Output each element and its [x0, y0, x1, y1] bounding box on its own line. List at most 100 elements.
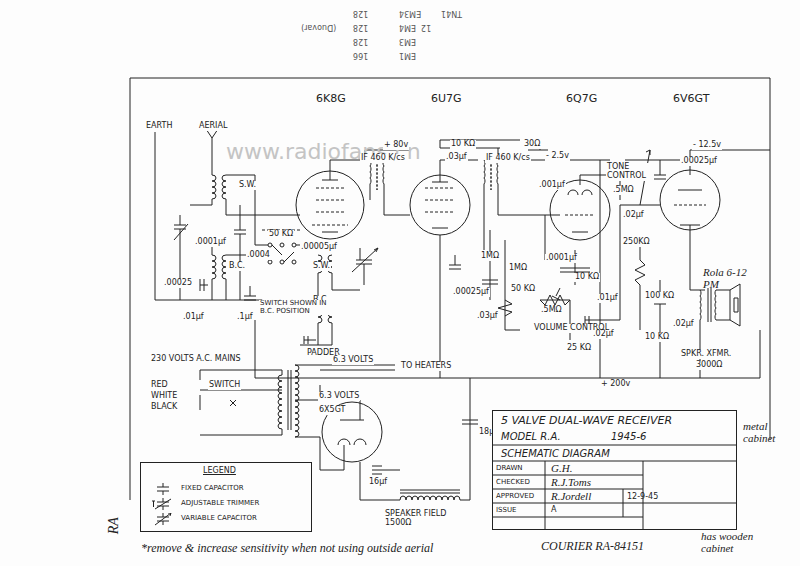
part-label: 100 KΩ: [644, 292, 675, 301]
part-label: 230 VOLTS A.C. MAINS: [150, 355, 242, 364]
title-block: 5 VALVE DUAL-WAVE RECEIVER MODEL R.A. 1945…: [492, 410, 737, 530]
legend-text: FIXED CAPACITOR: [181, 485, 244, 493]
part-label: EARTH: [145, 122, 173, 131]
reversed-note: EM3: [398, 36, 417, 45]
part-label: .02µf: [622, 211, 645, 220]
part-label: .1µf: [236, 313, 254, 322]
part-label: AERIAL: [198, 122, 228, 131]
title-text: R.Jordell: [551, 490, 591, 502]
capacitor-symbol: [149, 483, 175, 496]
part-label: - 12.5v: [692, 141, 722, 150]
title-text: 5 VALVE DUAL-WAVE RECEIVER: [501, 415, 672, 427]
reversed-note: 128: [352, 36, 369, 45]
reversed-note: (Duovar): [300, 22, 337, 31]
part-label: 50 KΩ: [268, 230, 294, 239]
part-label: .02µf: [672, 320, 695, 329]
title-text: DRAWN: [496, 465, 523, 473]
part-label: IF 460 K/cs: [360, 154, 406, 163]
legend-text: ADJUSTABLE TRIMMER: [181, 500, 259, 508]
title-text: APPROVED: [496, 493, 534, 501]
part-label: SPEAKER FIELD 1500Ω: [384, 510, 448, 528]
part-label: .5MΩ: [612, 186, 635, 195]
part-label: WHITE: [150, 392, 178, 401]
part-label: .00025: [163, 279, 193, 288]
part-label: .00025µf: [680, 157, 718, 166]
part-label: .5MΩ: [540, 306, 563, 315]
handwritten-note: *remove & increase sensitivity when not …: [140, 542, 434, 555]
title-text: ISSUE: [496, 507, 517, 515]
title-text: A: [551, 506, 556, 515]
legend-title: LEGEND: [203, 467, 236, 476]
reversed-note: 166: [352, 50, 369, 59]
reversed-note: EM4: [398, 22, 417, 31]
part-label: .01µf: [182, 313, 205, 322]
capacitor-symbol: [149, 498, 175, 511]
part-label: 6U7G: [430, 93, 463, 105]
part-label: 6.3 VOLTS: [332, 356, 374, 365]
reversed-note: EM1: [398, 50, 417, 59]
title-text: CHECKED: [496, 479, 530, 487]
part-label: 10 KΩ: [644, 333, 670, 342]
part-label: B.C.: [228, 262, 246, 271]
part-label: S.W.: [238, 181, 257, 190]
reversed-note: 128: [352, 22, 369, 31]
part-label: .03µf: [476, 312, 499, 321]
part-label: TO HEATERS: [400, 362, 452, 371]
part-label: 1MΩ: [508, 264, 528, 273]
grid-line: [493, 445, 736, 529]
part-label: S.W.: [312, 262, 331, 271]
symbol-line: [155, 513, 171, 525]
part-label: .02µf: [592, 330, 615, 339]
part-label: BLACK: [150, 403, 178, 412]
reversed-note: 128: [352, 8, 369, 17]
handwritten-note: COURIER RA-84151: [540, 540, 645, 553]
title-text: R.J.Toms: [551, 476, 591, 488]
title-text: 12-9-45: [627, 493, 658, 502]
part-label: 25 KΩ: [566, 344, 592, 353]
part-label: 50 KΩ: [510, 285, 536, 294]
part-label: - 2.5v: [545, 152, 570, 161]
part-label: 6K8G: [315, 93, 347, 105]
part-label: .01µf: [596, 294, 619, 303]
part-label: 6Q7G: [565, 93, 598, 105]
part-label: 3000Ω: [695, 361, 723, 370]
title-text: G.H.: [551, 462, 572, 474]
part-label: 30Ω: [523, 140, 541, 149]
part-label: .00005µf: [300, 243, 338, 252]
symbol-line: [157, 483, 169, 495]
part-label: .0004: [246, 251, 271, 260]
part-label: + 80v: [383, 141, 409, 150]
part-label: 250KΩ: [622, 238, 651, 247]
reversed-note: TN41: [440, 8, 463, 17]
handwritten-note: metal cabinet: [742, 420, 794, 444]
legend-box: LEGEND FIXED CAPACITOR ADJUSTABLE TRIMMER V…: [140, 462, 312, 532]
part-label: SWITCH SHOWN IN B.C. POSITION: [259, 300, 333, 315]
title-grid: [493, 411, 736, 529]
part-label: IF 460 K/cs: [485, 154, 531, 163]
title-text: 1945-6: [611, 431, 646, 442]
part-label: 6V6GT: [672, 93, 710, 105]
reversed-note: EM34: [398, 8, 422, 17]
part-label: 6X5GT: [318, 406, 346, 415]
part-label: .00025µf: [452, 288, 490, 297]
part-label: 1MΩ: [480, 252, 500, 261]
handwritten-note: has wooden cabinet: [700, 530, 782, 554]
part-label: 10 KΩ: [574, 273, 600, 282]
title-text: MODEL R.A.: [501, 431, 561, 442]
part-label: .03µf: [445, 153, 468, 162]
part-label: + 200v: [600, 380, 631, 389]
part-label: .0001µf: [545, 254, 578, 263]
symbol-line: [152, 498, 171, 510]
reversed-note: 12: [420, 22, 432, 31]
part-label: 16µf: [368, 478, 388, 487]
part-label: TONE CONTROL: [606, 163, 652, 181]
legend-text: VARIABLE CAPACITOR: [181, 515, 257, 523]
capacitor-symbol: [149, 513, 175, 526]
part-label: SPKR. XFMR.: [680, 350, 732, 359]
part-label: 10 KΩ: [450, 140, 476, 149]
part-label: SWITCH: [208, 381, 241, 390]
handwritten-note: Rola 6-12 PM: [702, 266, 764, 290]
part-label: .001µf: [538, 181, 566, 190]
title-text: SCHEMATIC DIAGRAM: [501, 448, 610, 459]
